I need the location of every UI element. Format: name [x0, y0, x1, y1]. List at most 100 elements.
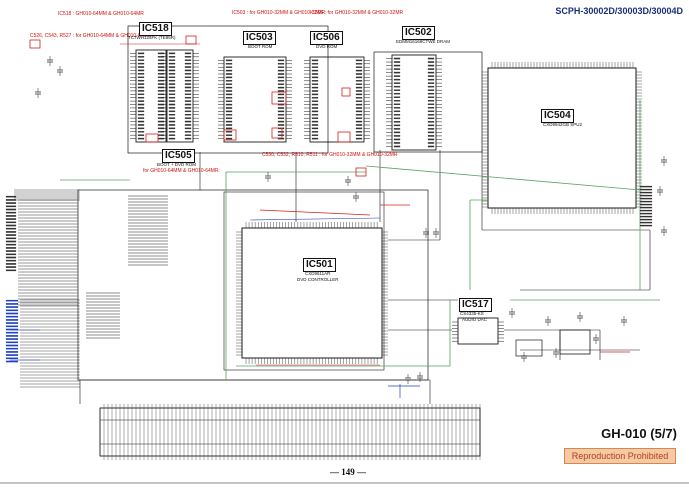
pin-label [427, 135, 435, 137]
pin-label [137, 134, 145, 136]
pin-label [427, 138, 435, 141]
pin-label [277, 63, 285, 65]
pin-label [137, 96, 145, 99]
pin-label [225, 117, 233, 119]
variant-marker [29, 39, 41, 49]
pin-label [427, 142, 435, 144]
net-label [639, 209, 653, 212]
pin-label [184, 93, 192, 96]
pin-label [311, 103, 319, 106]
pin-label [427, 121, 435, 123]
pin-label [225, 114, 233, 116]
pin-label [137, 76, 145, 79]
pin-label [168, 79, 176, 82]
blue-wire [249, 217, 381, 221]
net-label [639, 215, 653, 218]
pin-label [137, 56, 145, 58]
pin-label [168, 117, 176, 119]
pin-label [137, 100, 145, 102]
pin-label [311, 120, 319, 123]
pin-label [355, 100, 363, 102]
pin-label [137, 83, 145, 85]
pin-label [355, 114, 363, 116]
pin-label [184, 96, 192, 99]
pin-label [427, 78, 435, 81]
pin-label [393, 89, 401, 91]
pin-label [137, 69, 145, 72]
net-label [5, 199, 17, 201]
pin-label [427, 107, 435, 109]
pin-label [168, 56, 176, 58]
net-label [639, 224, 653, 227]
pin-label [427, 131, 435, 134]
pin-label [393, 114, 401, 116]
pin-label [277, 134, 285, 136]
net-label [5, 247, 17, 249]
pin-label [137, 79, 145, 82]
pin-label [393, 110, 401, 113]
pin-label [393, 131, 401, 134]
variant-marker [223, 129, 237, 141]
pin-label [311, 124, 319, 126]
ic504-body [487, 67, 637, 209]
note-ic503: IC503 : for GH010-32MM & GH010-32MR [232, 10, 326, 16]
net-label [5, 240, 17, 243]
pin-label [277, 83, 285, 85]
net-label [5, 259, 17, 262]
pin-label [184, 100, 192, 102]
pin-label [277, 66, 285, 68]
pin-label [427, 114, 435, 116]
pin-label [427, 57, 435, 60]
reproduction-notice: Reproduction Prohibited [564, 448, 676, 464]
pin-label [168, 62, 176, 65]
ic518-part: TC7WH125FK (TE85R) [128, 35, 176, 40]
pin-label [355, 76, 363, 79]
pin-label [137, 113, 145, 116]
ic501-enclosure [223, 191, 385, 371]
net-label [5, 195, 17, 198]
pin-label [168, 93, 176, 96]
ic517-body [457, 317, 499, 345]
pin-label [427, 128, 435, 130]
net-label [639, 197, 653, 200]
pin-label [311, 107, 319, 109]
net-label [5, 234, 17, 236]
variant-marker [355, 167, 367, 177]
net-label [5, 208, 17, 211]
pin-label [137, 73, 145, 75]
pin-label [225, 93, 233, 96]
net-label [5, 224, 17, 227]
pin-label [311, 93, 319, 96]
pin-label [225, 120, 233, 123]
pin-label [225, 86, 233, 89]
pin-label [427, 61, 435, 63]
pin-label [137, 124, 145, 126]
ic517-label: IC517 [459, 298, 492, 312]
ic503-label: IC503 [243, 31, 276, 45]
pin-label [393, 78, 401, 81]
pin-label [355, 131, 363, 133]
note-ic505: for GH010-64MM & GH010-64MR [143, 168, 219, 174]
net-label [5, 341, 19, 344]
net-label [5, 263, 17, 265]
ic517-part: CS4335-KS [460, 311, 484, 316]
pin-label [355, 134, 363, 136]
net-label [5, 306, 19, 308]
pin-label [137, 66, 145, 68]
pin-label [184, 79, 192, 82]
pin-label [311, 69, 319, 72]
ic504-part: CXD9942GB SPU2 [543, 122, 583, 127]
pin-label [311, 137, 319, 140]
pin-label [311, 80, 319, 82]
pin-label [355, 86, 363, 89]
pin-label [137, 90, 145, 92]
pin-label [137, 117, 145, 119]
pin-label [393, 135, 401, 137]
pin-label [225, 127, 233, 130]
pin-label [311, 114, 319, 116]
net-label [5, 325, 19, 328]
net-label [5, 338, 19, 340]
pin-label [311, 86, 319, 89]
pin-label [184, 59, 192, 61]
